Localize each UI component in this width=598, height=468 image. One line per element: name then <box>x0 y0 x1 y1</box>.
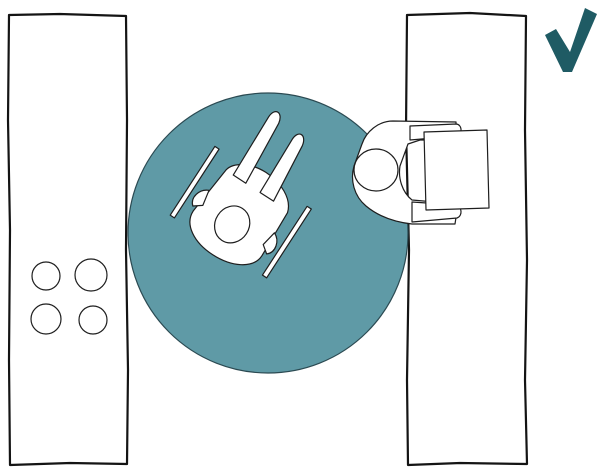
right-counter <box>404 11 529 467</box>
wheelchair-user-icon <box>169 111 312 279</box>
left-counter <box>6 12 130 467</box>
burner-bottom-right <box>78 305 108 335</box>
burner-top-left <box>31 261 61 291</box>
stovetop-burners-icon <box>30 258 108 335</box>
burner-top-right <box>74 258 108 292</box>
burner-bottom-left <box>30 303 62 335</box>
check-mark-icon <box>545 8 597 72</box>
person-top-view-icon <box>351 120 490 225</box>
